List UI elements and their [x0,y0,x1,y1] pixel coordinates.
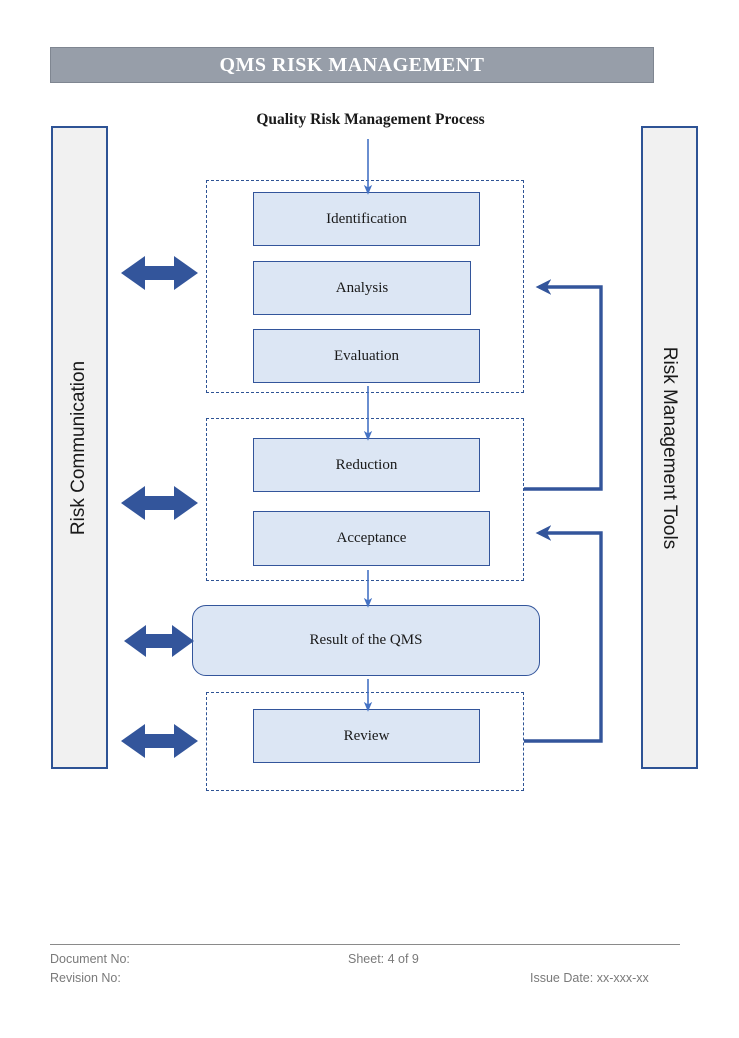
footer-divider [50,944,680,945]
process-box-result-of-the-qms: Result of the QMS [192,605,540,676]
communication-arrow-2 [121,486,198,520]
header-title: QMS RISK MANAGEMENT [219,53,485,76]
footer-revision-no: Revision No: [50,971,121,985]
process-box-analysis: Analysis [253,261,471,315]
footer: Document No: Revision No: Sheet: 4 of 9 … [50,949,680,995]
communication-arrow-group [121,256,198,758]
panel-risk-management-tools: Risk Management Tools [641,126,698,769]
panel-risk-management-tools-label: Risk Management Tools [659,346,681,549]
diagram-title: Quality Risk Management Process [256,111,485,128]
panel-risk-communication-label: Risk Communication [68,360,90,535]
process-box-identification: Identification [253,192,480,246]
panel-risk-communication: Risk Communication [51,126,108,769]
feedback-loop-upper [524,279,603,491]
communication-arrow-1 [121,256,198,290]
process-box-evaluation: Evaluation [253,329,480,383]
header-bar: QMS RISK MANAGEMENT [50,47,654,83]
footer-sheet-number: Sheet: 4 of 9 [348,952,419,966]
footer-document-no: Document No: [50,952,130,966]
footer-issue-date: Issue Date: xx-xxx-xx [530,971,649,985]
communication-arrow-4 [121,724,198,758]
risk-control-group [206,418,524,581]
risk-assessment-group [206,180,524,393]
process-box-acceptance: Acceptance [253,511,490,566]
risk-review-group [206,692,524,791]
process-box-review: Review [253,709,480,763]
process-box-reduction: Reduction [253,438,480,492]
communication-arrow-3 [124,625,194,657]
